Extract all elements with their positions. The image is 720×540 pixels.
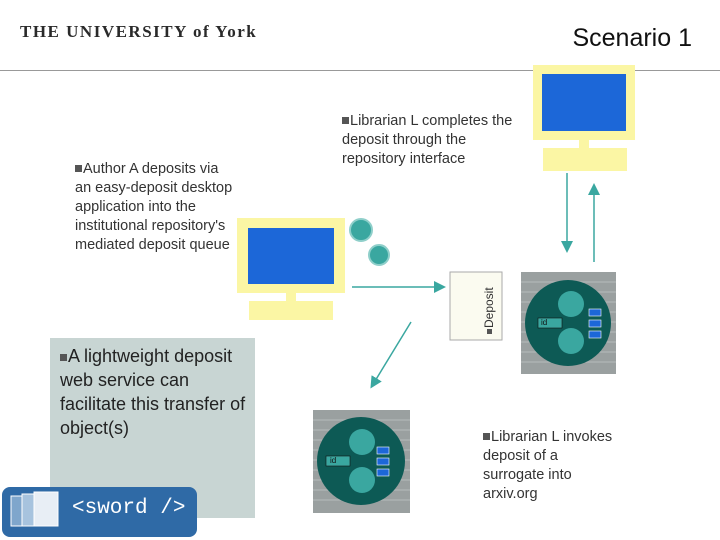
logo-text: THE UNIVERSITY of York bbox=[20, 22, 258, 41]
object-circle-lower bbox=[368, 244, 390, 266]
bullet-icon bbox=[75, 165, 82, 172]
lightweight-note: A lightweight deposit web service can fa… bbox=[60, 344, 250, 440]
bullet-icon bbox=[60, 354, 67, 361]
librarian-invokes-text: Librarian L invokes deposit of a surroga… bbox=[483, 429, 613, 502]
sword-logo-text: <sword /> bbox=[72, 497, 186, 520]
librarian-completes-text: Librarian L completes the deposit throug… bbox=[342, 113, 513, 167]
object-circle-upper bbox=[349, 218, 373, 242]
librarian-computer-icon bbox=[533, 65, 635, 171]
slide-title: Scenario 1 bbox=[572, 24, 692, 52]
header-divider bbox=[0, 70, 720, 71]
university-logo: THE UNIVERSITY of York bbox=[20, 22, 257, 42]
bullet-icon bbox=[483, 433, 490, 440]
arxiv-repository-icon bbox=[313, 410, 410, 513]
bullet-icon bbox=[487, 329, 492, 334]
deposit-queue-label: Deposit bbox=[482, 287, 496, 334]
repo-lower-id-label: id bbox=[330, 456, 337, 465]
librarian-invokes-note: Librarian L invokes deposit of a surroga… bbox=[483, 428, 623, 504]
repo-upper-id-label: id bbox=[541, 318, 548, 327]
librarian-completes-note: Librarian L completes the deposit throug… bbox=[342, 112, 522, 169]
author-computer-icon bbox=[237, 218, 345, 320]
deposit-queue-box bbox=[449, 271, 503, 341]
surrogate-arrow bbox=[370, 321, 412, 389]
bullet-icon bbox=[342, 117, 349, 124]
author-note: Author A deposits via an easy-deposit de… bbox=[75, 160, 235, 255]
deposit-text: Deposit bbox=[482, 287, 496, 328]
lightweight-note-text: A lightweight deposit web service can fa… bbox=[60, 346, 246, 438]
author-note-text: Author A deposits via an easy-deposit de… bbox=[75, 161, 233, 253]
stacked-documents-icon bbox=[10, 491, 59, 527]
institutional-repository-icon bbox=[521, 272, 616, 374]
